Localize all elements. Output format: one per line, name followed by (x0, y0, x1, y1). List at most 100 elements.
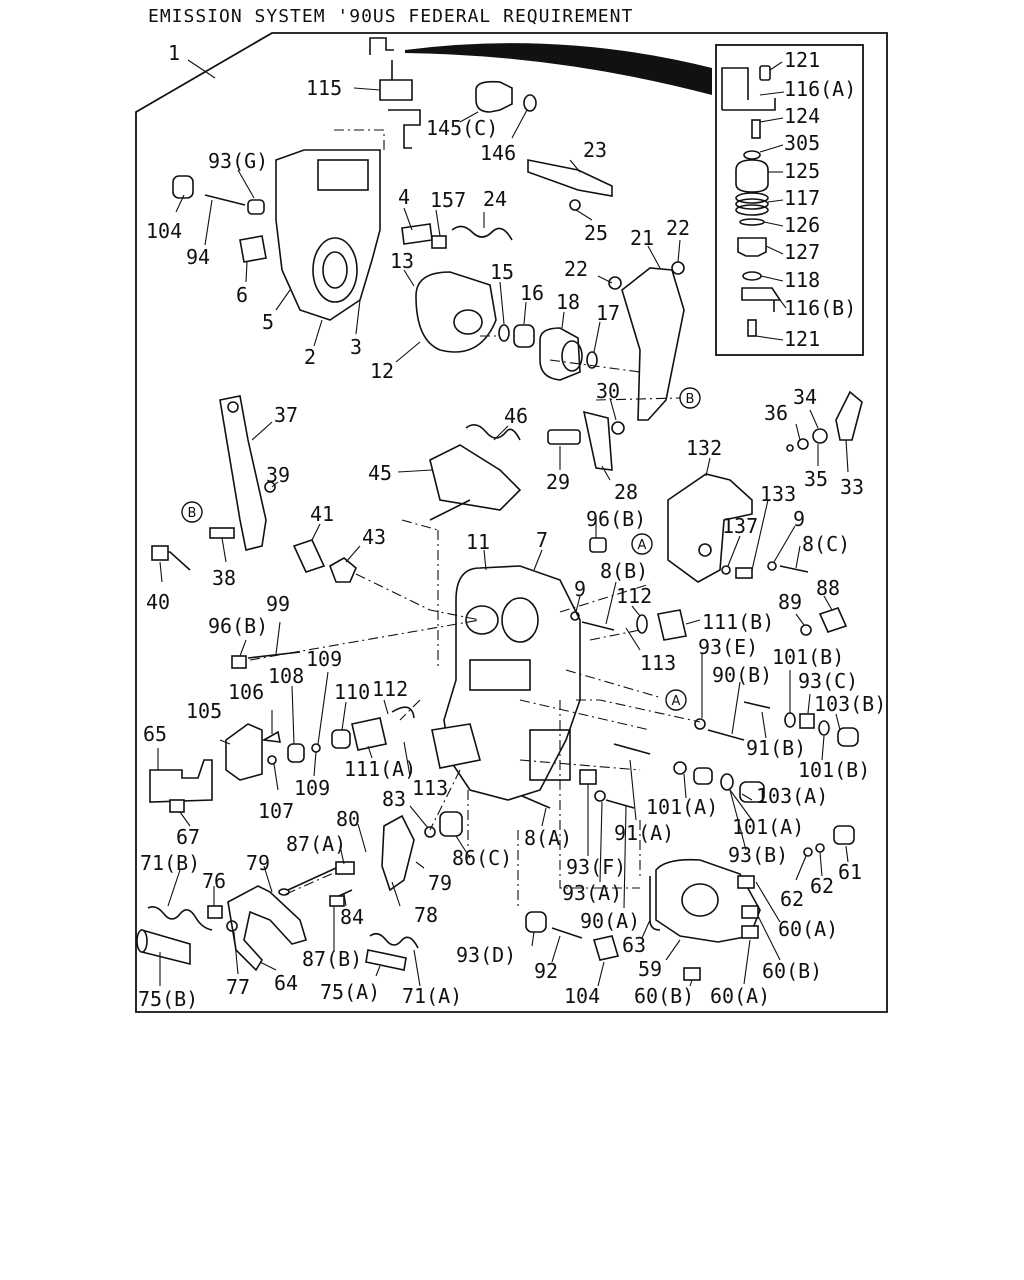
callout-93f: 93(F) (566, 855, 626, 879)
callout-110: 110 (334, 680, 370, 704)
callout-8b: 8(B) (600, 559, 648, 583)
callout-77: 77 (226, 975, 250, 999)
callout-94: 94 (186, 245, 210, 269)
callout-126: 126 (784, 213, 820, 237)
callout-46: 46 (504, 404, 528, 428)
callout-106: 106 (228, 680, 264, 704)
callout-101a-right: 101(A) (732, 815, 804, 839)
callout-87b: 87(B) (302, 947, 362, 971)
callout-101b-top: 101(B) (772, 645, 844, 669)
parts-line-art (136, 37, 863, 981)
callout-22-left: 22 (564, 257, 588, 281)
callout-64: 64 (274, 971, 298, 995)
callout-113-right: 113 (640, 651, 676, 675)
callout-9-center: 9 (574, 577, 586, 601)
callout-39: 39 (266, 463, 290, 487)
callout-104-top: 104 (146, 219, 182, 243)
callout-22-right: 22 (666, 216, 690, 240)
callout-90b: 90(B) (712, 663, 772, 687)
callout-29: 29 (546, 470, 570, 494)
diagram-title: EMISSION SYSTEM '90US FEDERAL REQUIREMEN… (148, 6, 633, 27)
callout-75b: 75(B) (138, 987, 198, 1011)
svg-text:A: A (638, 538, 647, 553)
callout-133: 133 (760, 482, 796, 506)
ref-mark-a-body: A (665, 689, 687, 711)
callout-79-left: 79 (246, 851, 270, 875)
callout-60a-upper: 60(A) (778, 917, 838, 941)
callout-87a: 87(A) (286, 832, 346, 856)
svg-text:A: A (672, 694, 681, 709)
callout-41: 41 (310, 502, 334, 526)
callout-30: 30 (596, 379, 620, 403)
callout-112-left: 112 (372, 677, 408, 701)
callout-65: 65 (143, 722, 167, 746)
callout-33: 33 (840, 475, 864, 499)
callout-112-right: 112 (616, 584, 652, 608)
callout-118: 118 (784, 268, 820, 292)
callout-113-left: 113 (412, 776, 448, 800)
callout-90a: 90(A) (580, 909, 640, 933)
inset-parts (721, 65, 782, 337)
callout-61: 61 (838, 860, 862, 884)
ref-mark-b-left: B (181, 501, 203, 523)
svg-text:B: B (686, 392, 695, 407)
callout-107: 107 (258, 799, 294, 823)
callout-7: 7 (536, 528, 548, 552)
callout-4: 4 (398, 185, 410, 209)
callout-93e: 93(E) (698, 635, 758, 659)
callout-9-right: 9 (793, 507, 805, 531)
callout-21: 21 (630, 226, 654, 250)
callout-75a: 75(A) (320, 980, 380, 1004)
callout-62-right: 62 (810, 874, 834, 898)
callout-12: 12 (370, 359, 394, 383)
callout-36: 36 (764, 401, 788, 425)
callout-59: 59 (638, 957, 662, 981)
callout-121-top: 121 (784, 48, 820, 72)
callout-15: 15 (490, 260, 514, 284)
callout-117: 117 (784, 186, 820, 210)
callout-137: 137 (722, 514, 758, 538)
callout-34: 34 (793, 385, 817, 409)
callout-28: 28 (614, 480, 638, 504)
callout-89: 89 (778, 590, 802, 614)
callout-96b-upper: 96(B) (586, 507, 646, 531)
callout-60b-right: 60(B) (762, 959, 822, 983)
callout-2: 2 (304, 345, 316, 369)
callout-103b: 103(B) (814, 692, 886, 716)
callout-111a: 111(A) (344, 757, 416, 781)
callout-109-bottom: 109 (294, 776, 330, 800)
svg-text:B: B (188, 506, 197, 521)
callout-60a-bottom: 60(A) (710, 984, 770, 1008)
callout-18: 18 (556, 290, 580, 314)
assembly-frame (135, 32, 888, 1013)
callout-38: 38 (212, 566, 236, 590)
callout-145c: 145(C) (426, 116, 498, 140)
ref-mark-b-right: B (679, 387, 701, 409)
callout-91b: 91(B) (746, 736, 806, 760)
callout-79-right: 79 (428, 871, 452, 895)
inset-frame (715, 44, 864, 356)
callout-88: 88 (816, 576, 840, 600)
alignment-lines (249, 129, 701, 910)
callout-305: 305 (784, 131, 820, 155)
callout-assembly: 1 (168, 41, 180, 65)
callout-157: 157 (430, 188, 466, 212)
callout-111b: 111(B) (702, 610, 774, 634)
callout-116a: 116(A) (784, 77, 856, 101)
callout-93d: 93(D) (456, 943, 516, 967)
callout-11: 11 (466, 530, 490, 554)
callout-116b: 116(B) (784, 296, 856, 320)
callout-103a: 103(A) (756, 784, 828, 808)
callout-67: 67 (176, 825, 200, 849)
callout-121-bottom: 121 (784, 327, 820, 351)
callout-93g: 93(G) (208, 149, 268, 173)
callout-124: 124 (784, 104, 820, 128)
callout-105: 105 (186, 699, 222, 723)
callout-71a: 71(A) (402, 984, 462, 1008)
callout-78: 78 (414, 903, 438, 927)
callout-93b: 93(B) (728, 843, 788, 867)
callout-8c: 8(C) (802, 532, 850, 556)
callout-16: 16 (520, 281, 544, 305)
callout-25: 25 (584, 221, 608, 245)
callout-91a: 91(A) (614, 821, 674, 845)
